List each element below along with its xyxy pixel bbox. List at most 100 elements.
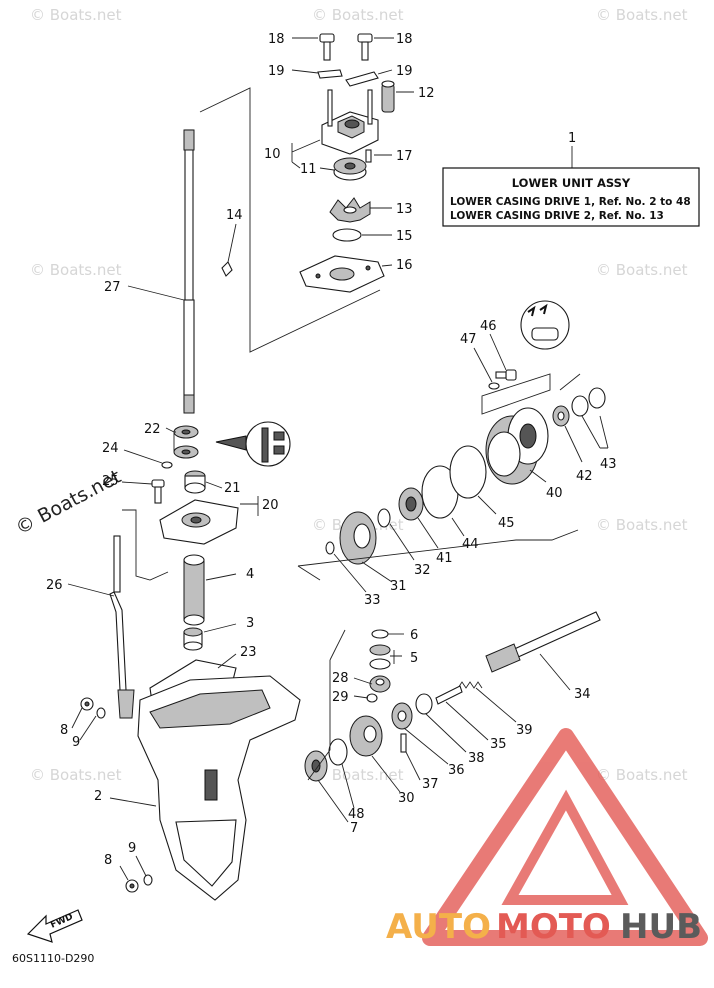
automotohub-logo-text: AUTO MOTO HUB [386,907,702,947]
impeller-13 [329,197,371,223]
callout-8: 8 [104,853,112,868]
watermark: © Boats.net [30,766,122,784]
watermark: © Boats.net [30,6,122,24]
callout-26: 26 [46,578,63,593]
o-ring-15 [332,228,362,242]
callout-13: 13 [396,202,413,217]
logo-auto: AUTO [386,907,491,947]
lower-casing-2 [137,675,301,901]
pin-17 [365,149,372,163]
reverse-gear-30 [349,715,383,757]
sleeve-4 [183,554,205,626]
assembly-line2: LOWER CASING DRIVE 2, Ref. No. 13 [450,210,664,222]
washer-9 [96,707,153,886]
callout-3: 3 [246,616,254,631]
shim-33 [325,541,335,555]
callout-47: 47 [460,332,477,347]
plate-20 [159,499,239,545]
callout-33: 33 [364,593,381,608]
callout-37: 37 [422,777,439,792]
callout-18: 18 [396,32,413,47]
bolt-46 [488,369,517,390]
pin-14 [221,261,233,277]
callout-28: 28 [332,671,349,686]
assembly-title: LOWER UNIT ASSY [512,176,631,190]
callout-35: 35 [490,737,507,752]
callout-23: 23 [240,645,257,660]
driveshaft-27 [183,129,195,414]
shim-48 [328,738,348,766]
callout-32: 32 [414,563,431,578]
callout-16: 16 [396,258,413,273]
watermark: © Boats.net [312,766,404,784]
callout-46: 46 [480,319,497,334]
callout-45: 45 [498,516,515,531]
diagram-code: 60S1110-D290 [12,952,94,965]
watermark: © Boats.net [596,6,688,24]
oil-seal-42 [552,405,570,427]
watermark: © Boats.net [596,766,688,784]
callout-19: 19 [268,64,285,79]
pin-37 [400,733,407,753]
callout-17: 17 [396,149,413,164]
callout-38: 38 [468,751,485,766]
callout-5: 5 [410,651,418,666]
callout-36: 36 [448,763,465,778]
o-ring-45 [449,445,487,499]
callout-30: 30 [398,791,415,806]
watermark: © Boats.net [596,261,688,279]
callout-10: 10 [264,147,281,162]
callout-1: 1 [568,131,576,146]
callout-9: 9 [72,735,80,750]
bolt-18 [319,33,373,61]
callout-4: 4 [246,567,254,582]
plate-19 [317,69,379,87]
callout-48: 48 [348,807,365,822]
water-tube-12 [381,80,395,113]
callout-21: 21 [224,481,241,496]
callout-31: 31 [390,579,407,594]
forward-gear-31 [339,511,377,565]
callout-labels: 18 18 19 19 12 10 11 17 13 14 15 16 27 4… [46,32,617,868]
seal-detail-icon [215,421,291,467]
callout-22: 22 [144,422,161,437]
shim-32 [377,508,391,528]
callout-42: 42 [576,469,593,484]
grease-detail-icon [520,300,570,350]
callout-43: 43 [600,457,617,472]
group-frames [122,87,581,781]
callout-7: 7 [350,821,358,836]
callout-18: 18 [268,32,285,47]
watermark: © Boats.net [30,261,122,279]
pinion-28 [369,675,391,693]
bearing-41 [398,487,424,521]
callout-29: 29 [332,690,349,705]
bearing-7 [304,750,328,782]
oil-seal-22 [173,425,199,459]
dog-clutch-36 [391,702,413,730]
callout-44: 44 [462,537,479,552]
callout-20: 20 [262,498,279,513]
watermark: © Boats.net [596,516,688,534]
callout-24: 24 [102,441,119,456]
callout-34: 34 [574,687,591,702]
callout-6: 6 [410,628,418,643]
callout-14: 14 [226,208,243,223]
callout-15: 15 [396,229,413,244]
callout-25: 25 [102,474,119,489]
callout-8: 8 [60,723,68,738]
assembly-line1: LOWER CASING DRIVE 1, Ref. No. 2 to 48 [450,196,691,208]
callout-40: 40 [546,486,563,501]
watermark: © Boats.net [312,6,404,24]
washer-38 [415,693,433,715]
leader-lines [67,37,609,881]
callout-19: 19 [396,64,413,79]
spring-39 [457,681,483,689]
water-pump-housing [321,89,379,155]
bolt-25 [151,479,165,504]
callout-27: 27 [104,280,121,295]
insert-cartridge-11 [333,157,367,181]
logo-moto: MOTO [496,907,611,947]
fwd-arrow-icon: FWD [26,909,83,943]
